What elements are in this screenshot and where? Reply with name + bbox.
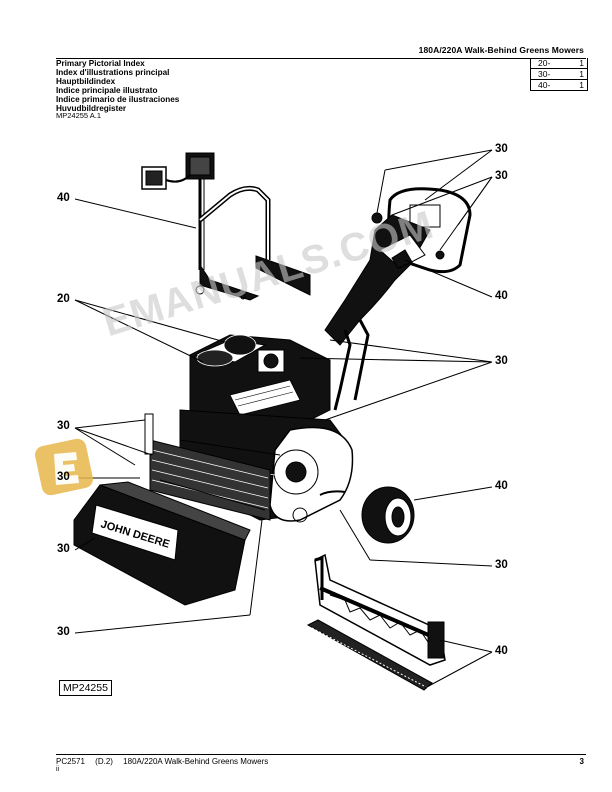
light-bracket-assembly bbox=[141, 152, 311, 301]
footer-rule bbox=[56, 754, 586, 755]
callout-label: 30 bbox=[495, 559, 508, 571]
index-title-en: Primary Pictorial Index bbox=[56, 59, 145, 68]
reel-assembly bbox=[144, 413, 271, 521]
leader-lines bbox=[74, 149, 493, 689]
callout-label: 30 bbox=[57, 420, 70, 432]
figure-id-box: MP24255 bbox=[59, 680, 112, 696]
header-title: 180A/220A Walk-Behind Greens Mowers bbox=[418, 45, 584, 55]
handle-assembly bbox=[324, 187, 472, 411]
page-ref-row[interactable]: 30-1 bbox=[531, 69, 587, 80]
bedknife-assembly bbox=[314, 553, 446, 666]
index-title-es: Indice primario de ilustraciones bbox=[56, 95, 180, 105]
footer-info: PC2571 (D.2) 180A/220A Walk-Behind Green… bbox=[56, 757, 276, 766]
callout-label: 40 bbox=[495, 645, 508, 657]
callout-label: 30 bbox=[57, 471, 70, 483]
front-roller bbox=[306, 619, 433, 691]
index-titles: Primary Pictorial Index Index d'illustra… bbox=[56, 59, 179, 114]
callout-label: 30 bbox=[495, 143, 508, 155]
callout-label: 40 bbox=[495, 290, 508, 302]
callout-label: 30 bbox=[57, 543, 70, 555]
page-reference-table: 20-1 30-1 40-1 bbox=[530, 58, 588, 91]
footer-sub-number: ii bbox=[56, 766, 60, 773]
callout-label: 30 bbox=[57, 626, 70, 638]
page-ref-row[interactable]: 40-1 bbox=[538, 80, 584, 90]
callout-label: 40 bbox=[57, 192, 70, 204]
callout-label: 30 bbox=[495, 170, 508, 182]
page-ref-row[interactable]: 20-1 bbox=[531, 58, 587, 69]
footer-revision: (D.2) bbox=[95, 757, 113, 766]
page-number: 3 bbox=[579, 757, 584, 766]
figure-reference: MP24255 A.1 bbox=[56, 111, 102, 120]
watermark-logo-badge bbox=[35, 438, 93, 496]
index-title-de: Hauptbildindex bbox=[56, 77, 116, 87]
wheel bbox=[361, 486, 415, 544]
index-title-fr: Index d'illustrations principal bbox=[56, 68, 170, 78]
header-rule bbox=[56, 58, 586, 59]
engine-assembly bbox=[189, 334, 331, 431]
grass-catcher: JOHN DEERE bbox=[73, 481, 251, 606]
footer-title: 180A/220A Walk-Behind Greens Mowers bbox=[123, 757, 269, 766]
callout-label: 20 bbox=[57, 293, 70, 305]
footer-doc-number: PC2571 bbox=[56, 757, 85, 766]
index-title-it: Indice principale illustrato bbox=[56, 86, 158, 96]
callout-label: 30 bbox=[495, 355, 508, 367]
callout-label: 40 bbox=[495, 480, 508, 492]
index-title-sv: Huvudbildregister bbox=[56, 104, 127, 114]
